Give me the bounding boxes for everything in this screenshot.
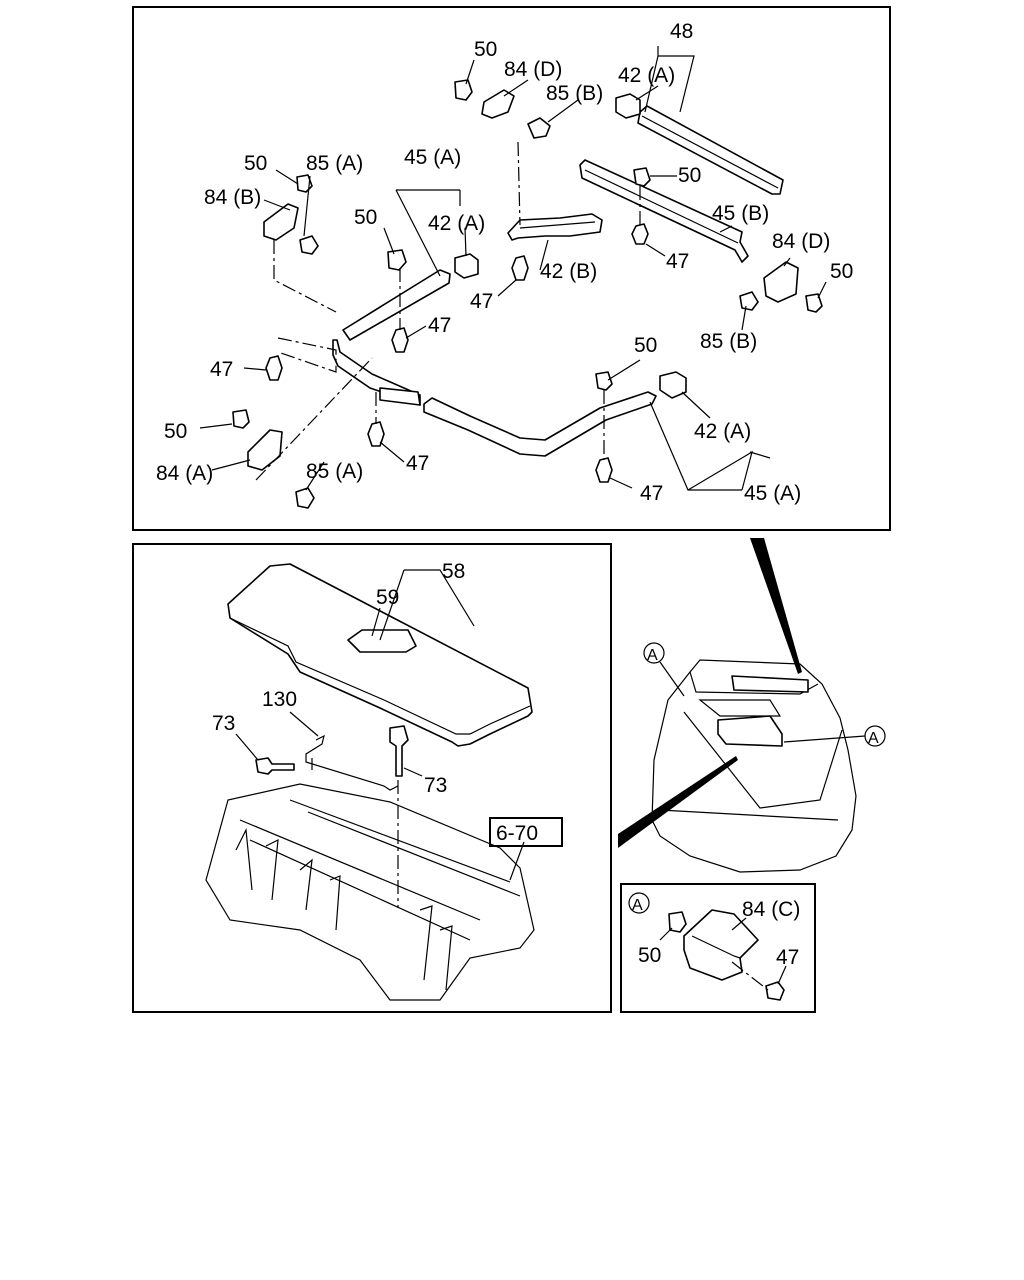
clip-50 [633, 167, 651, 187]
label-50: 50 [354, 206, 377, 229]
screw-85a [299, 235, 319, 255]
bracket-42b [507, 213, 603, 241]
rail-45a-upper [342, 269, 451, 341]
bracket-84b [263, 203, 299, 241]
screw-85b [527, 117, 551, 139]
label-47: 47 [428, 314, 451, 337]
clip-47 [511, 255, 529, 281]
bracket-84c [683, 909, 759, 981]
clip-50 [668, 911, 687, 933]
clip-50 [454, 79, 473, 101]
clip-47 [391, 327, 409, 353]
label-47: 47 [640, 482, 663, 505]
label-45a: 45 (A) [744, 482, 801, 505]
label-45a: 45 (A) [404, 146, 461, 169]
label-58: 58 [442, 560, 465, 583]
label-84d: 84 (D) [772, 230, 830, 253]
screw-85a [295, 487, 315, 509]
label-42a: 42 (A) [694, 420, 751, 443]
label-85a: 85 (A) [306, 460, 363, 483]
retainer-42a [615, 93, 641, 119]
clip-50 [595, 371, 613, 391]
bracket-84d [481, 89, 515, 119]
weatherstrip-48 [637, 105, 784, 195]
clip-50 [232, 409, 250, 429]
label-50: 50 [474, 38, 497, 61]
callout-a-right-label: A [868, 730, 879, 747]
bracket-84d [763, 261, 799, 303]
clip-47 [631, 223, 649, 245]
label-84b: 84 (B) [204, 186, 261, 209]
detail-a-callout-label: A [632, 897, 643, 914]
rear-floor-body [205, 783, 535, 1001]
bolt-73 [255, 757, 295, 775]
reference-box [489, 817, 563, 847]
top-panel-frame [132, 6, 891, 531]
retainer-42a [454, 253, 479, 279]
label-85b: 85 (B) [546, 82, 603, 105]
detail-a-panel: A 84 (C) 50 47 [620, 883, 816, 1013]
label-73: 73 [212, 712, 235, 735]
reference-label: 6-70 [496, 822, 538, 845]
retainer-42a [659, 371, 687, 399]
label-50: 50 [244, 152, 267, 175]
bottom-left-panel: 58 59 130 73 73 6-70 [132, 543, 612, 1013]
detail-a-callout [628, 892, 650, 914]
label-47: 47 [210, 358, 233, 381]
screw-85b [739, 291, 759, 311]
label-50: 50 [678, 164, 701, 187]
rail-45a-segment [379, 387, 421, 406]
label-84d: 84 (D) [504, 58, 562, 81]
label-45b: 45 (B) [712, 202, 769, 225]
callout-a-left-label: A [647, 647, 658, 664]
rail-45a-lower [423, 391, 657, 457]
label-84c: 84 (C) [742, 898, 800, 921]
label-42a: 42 (A) [618, 64, 675, 87]
label-50: 50 [638, 944, 661, 967]
label-85a: 85 (A) [306, 152, 363, 175]
label-130: 130 [262, 688, 297, 711]
label-42b: 42 (B) [540, 260, 597, 283]
bracket-84a [247, 429, 283, 471]
vehicle-view: A A [618, 538, 886, 873]
pointer-arrow [618, 756, 738, 848]
rear-opening-panel [717, 715, 783, 747]
harness-130 [305, 734, 399, 791]
label-47: 47 [406, 452, 429, 475]
label-73: 73 [424, 774, 447, 797]
callout-a-left [643, 642, 665, 664]
bolt-73 [389, 725, 409, 777]
pointer-arrow [750, 538, 802, 674]
clip-50 [805, 293, 823, 313]
bottom-left-panel-frame [132, 543, 612, 1013]
roof-panel [731, 675, 809, 693]
top-panel: 48 50 84 (D) 42 (A) 85 (B) 50 85 (A) 45 … [132, 6, 891, 933]
clip-50 [387, 249, 407, 271]
label-47: 47 [666, 250, 689, 273]
vehicle-body [651, 659, 857, 873]
clip-47 [265, 355, 283, 381]
label-50: 50 [634, 334, 657, 357]
label-50: 50 [164, 420, 187, 443]
clip-47 [367, 421, 385, 447]
label-47: 47 [776, 946, 799, 969]
label-47: 47 [470, 290, 493, 313]
label-50: 50 [830, 260, 853, 283]
clip-47 [595, 457, 613, 483]
cover-board-58 [227, 563, 533, 747]
clip-47 [765, 981, 785, 1001]
label-84a: 84 (A) [156, 462, 213, 485]
label-59: 59 [376, 586, 399, 609]
label-48: 48 [670, 20, 693, 43]
detail-a-panel-frame [620, 883, 816, 1013]
label-42a: 42 (A) [428, 212, 485, 235]
label-85b: 85 (B) [700, 330, 757, 353]
handle-59 [347, 629, 417, 653]
